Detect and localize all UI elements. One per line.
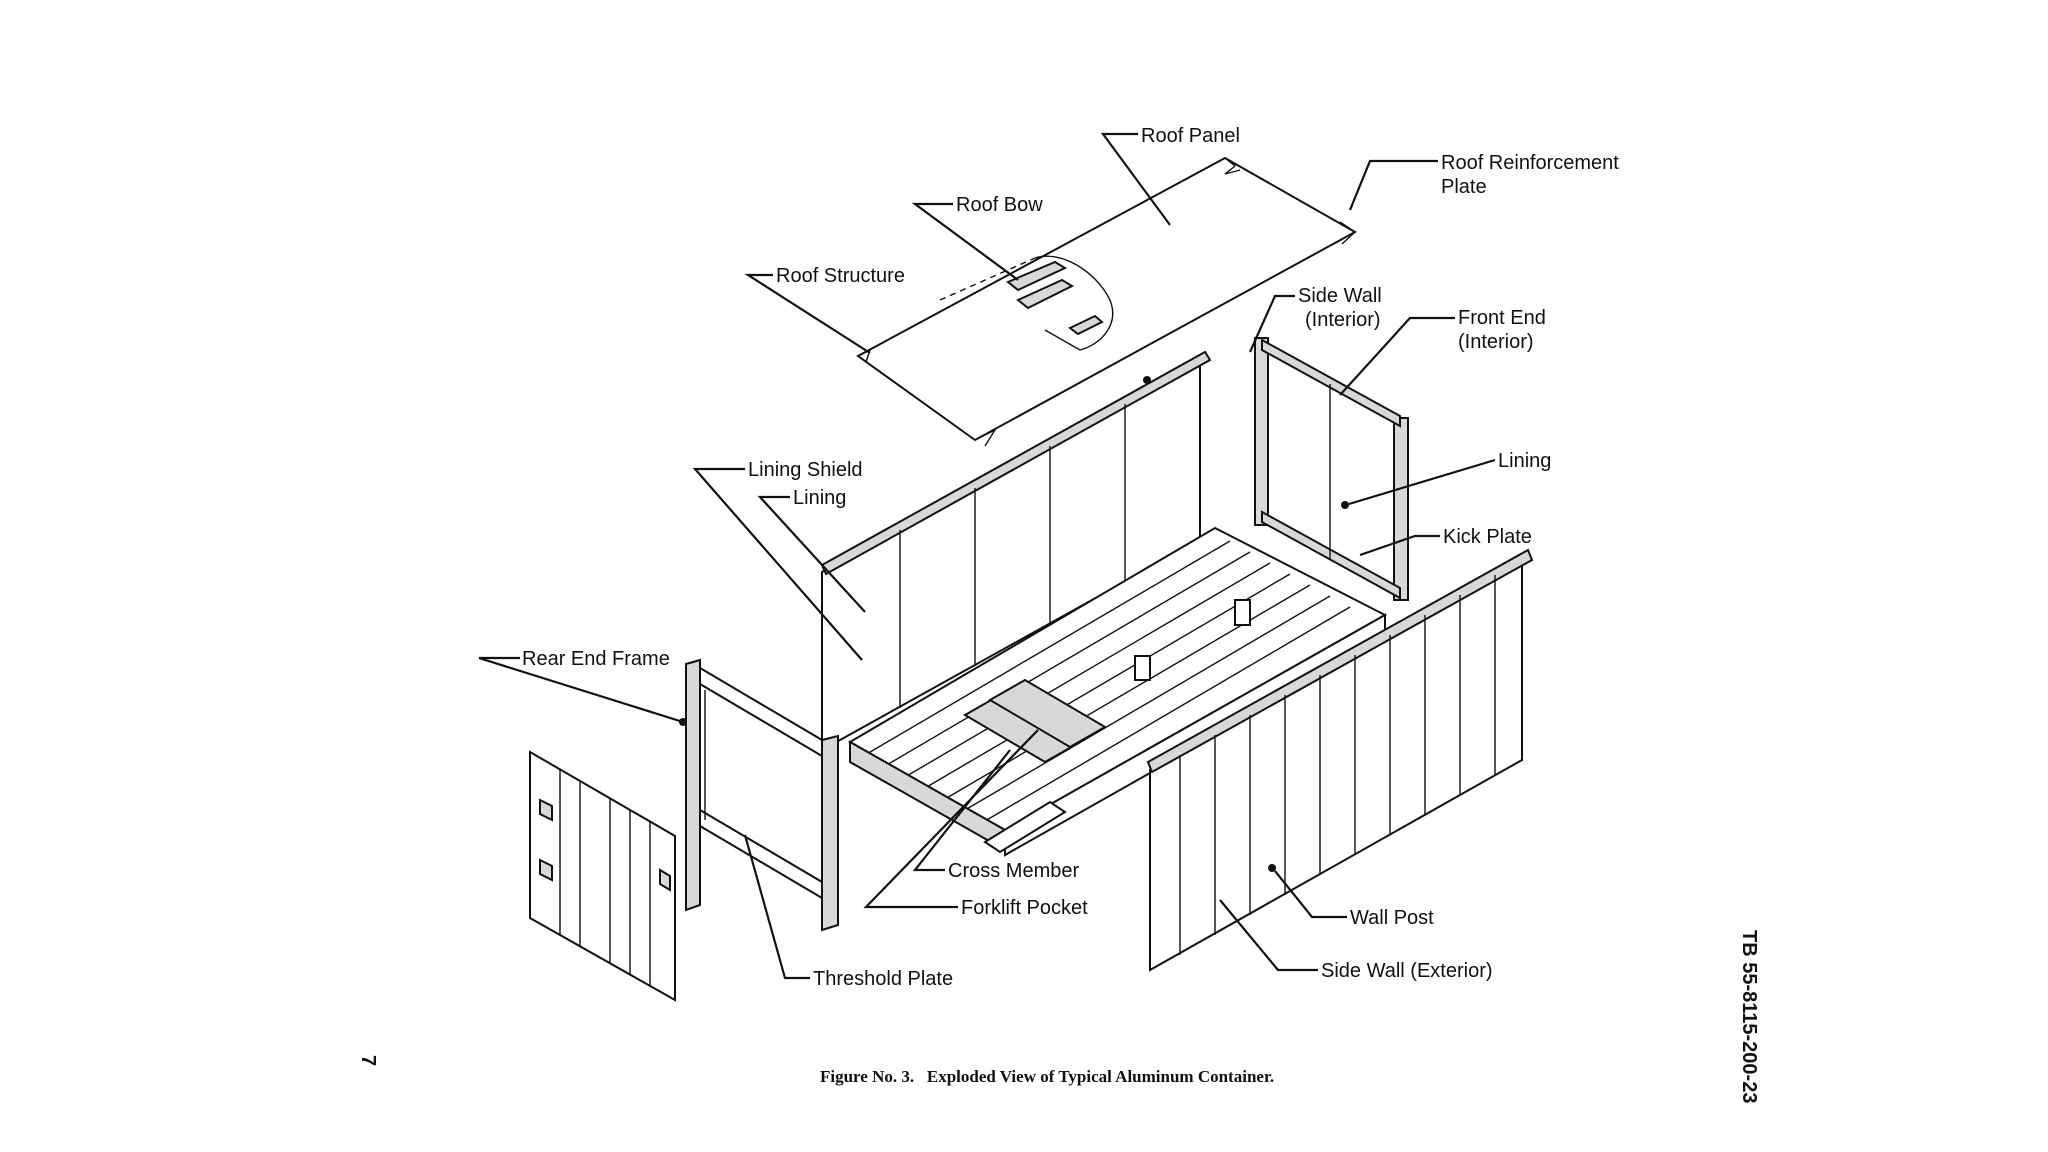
label-roof-panel: Roof Panel	[1141, 125, 1240, 147]
page-number: 7	[357, 1055, 379, 1066]
label-lining-shield: Lining Shield	[748, 459, 863, 481]
label-cross-member: Cross Member	[948, 860, 1079, 882]
rear-doors	[529, 750, 676, 1002]
label-rear-end-frame: Rear End Frame	[522, 648, 670, 670]
roof-bow-parts	[1006, 260, 1104, 336]
label-side-wall-interior-line1: Side Wall	[1298, 285, 1382, 307]
label-roof-reinforcement-plate-line1: Roof Reinforcement	[1441, 152, 1619, 174]
figure-caption: Figure No. 3. Exploded View of Typical A…	[820, 1067, 1274, 1086]
label-threshold-plate: Threshold Plate	[813, 968, 953, 990]
label-roof-structure: Roof Structure	[776, 265, 905, 287]
front-end-interior	[1254, 337, 1409, 601]
label-lining-front: Lining	[1498, 450, 1551, 472]
wall-corrugations	[1179, 575, 1496, 955]
label-front-end-interior-line2: (Interior)	[1458, 331, 1534, 353]
label-kick-plate: Kick Plate	[1443, 526, 1532, 548]
label-roof-reinforcement-plate-line2: Plate	[1441, 176, 1487, 198]
side-wall-exterior	[1146, 548, 1534, 972]
label-lining-side: Lining	[793, 487, 846, 509]
label-front-end-interior-line1: Front End	[1458, 307, 1546, 329]
document-id: TB 55-8115-200-23	[1738, 930, 1760, 1103]
label-side-wall-interior-line2: (Interior)	[1305, 309, 1381, 331]
label-wall-post: Wall Post	[1350, 907, 1434, 929]
forklift-pocket-part	[983, 800, 1067, 854]
label-forklift-pocket: Forklift Pocket	[961, 897, 1088, 919]
label-roof-bow: Roof Bow	[956, 194, 1043, 216]
leader-lines	[478, 132, 1496, 980]
cross-member-part	[963, 678, 1107, 764]
rear-end-frame	[679, 658, 839, 932]
roof-assembly	[856, 156, 1358, 447]
part-labels: Roof Panel Roof Reinforcement Plate Roof…	[522, 125, 1619, 990]
label-side-wall-exterior: Side Wall (Exterior)	[1321, 960, 1493, 982]
side-wall-interior	[820, 350, 1212, 752]
